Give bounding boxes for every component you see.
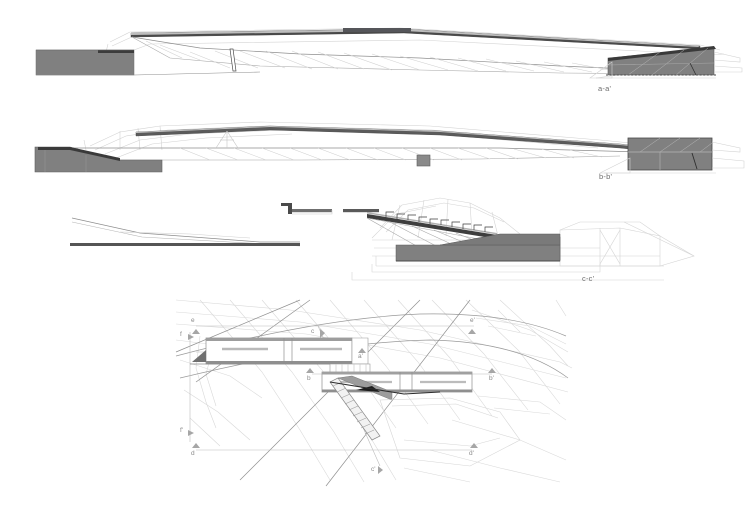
section-c-poche-block xyxy=(395,244,561,262)
marker-arrow-f xyxy=(188,334,194,340)
marker-arrow-f-prime xyxy=(188,430,194,436)
section-a-right-poche-stud xyxy=(689,62,697,76)
plan-marker-a-prime: a' xyxy=(358,353,363,360)
section-b-detail-box xyxy=(416,154,431,167)
marker-arrow-d xyxy=(192,443,200,448)
section-c-bracket-ghost xyxy=(292,210,333,215)
section-a-right-ghost xyxy=(589,51,743,79)
section-c-bracket-arm2 xyxy=(343,209,379,213)
section-b-right-ghost xyxy=(599,141,745,174)
section-b-right-poche-hatch xyxy=(639,137,713,153)
plan-lower-ghost xyxy=(379,397,521,467)
section-c-stair-treads xyxy=(385,211,493,232)
plan-marker-f-prime: f' xyxy=(180,427,184,434)
section-c-bracket-arm xyxy=(292,209,332,213)
section-label-b: b-b' xyxy=(599,172,613,181)
canopy-underside-line xyxy=(131,36,701,75)
plan-marker-b-prime: b' xyxy=(489,375,494,382)
plan-upper-bar xyxy=(190,337,353,365)
section-c-left-thin-top xyxy=(119,231,251,239)
canopy-soffit-outline xyxy=(131,36,701,73)
plan-marker-arrows xyxy=(188,329,496,474)
section-b-hatching xyxy=(179,147,603,161)
section-label-a: a-a' xyxy=(598,84,612,93)
section-b-ghost-lines xyxy=(83,121,661,159)
plan-marker-d: d xyxy=(191,450,195,457)
marker-arrow-d-prime xyxy=(470,443,478,448)
site-plan-drawing xyxy=(175,299,573,487)
plan-marker-b: b xyxy=(307,375,311,382)
marker-arrow-e-prime xyxy=(468,329,476,334)
canopy-mullion xyxy=(229,48,237,72)
marker-arrow-a-prime xyxy=(358,348,366,353)
marker-arrow-c xyxy=(320,329,325,338)
section-c-c-prime xyxy=(70,197,695,281)
section-a-right-poche-hatch xyxy=(627,47,709,76)
section-b-b-prime xyxy=(34,121,745,174)
plan-marker-c-prime: c' xyxy=(371,466,376,473)
section-a-right-poche-top xyxy=(608,46,716,61)
canopy-tab-right xyxy=(343,28,411,32)
section-a-hatching xyxy=(145,40,621,73)
section-c-poche-slope-face xyxy=(439,233,561,246)
section-a-left-poche xyxy=(35,49,135,76)
section-b-right-poche xyxy=(627,137,713,171)
plan-marker-d-prime: d' xyxy=(469,450,474,457)
section-c-stair-rail xyxy=(367,214,497,239)
plan-marker-e-prime: e' xyxy=(470,317,475,324)
section-a-a-prime xyxy=(35,27,743,79)
section-b-left-poche xyxy=(34,146,163,173)
plan-diagonal-stair xyxy=(329,375,441,441)
section-a-left-ground-line xyxy=(36,71,261,76)
section-c-left-slab xyxy=(71,217,300,243)
section-b-right-poche-stud xyxy=(691,152,698,170)
plan-marker-f: f xyxy=(180,331,182,338)
marker-arrow-c-prime xyxy=(378,466,383,474)
marker-arrow-b-prime xyxy=(488,368,496,373)
section-label-c: c-c' xyxy=(582,274,595,283)
section-c-stair-rail-top xyxy=(367,212,497,235)
section-b-slab-bottom xyxy=(56,155,621,161)
section-c-bracket xyxy=(281,203,292,214)
plan-marker-e: e xyxy=(191,317,195,324)
marker-arrow-e xyxy=(192,329,200,334)
section-a-right-poche-divider xyxy=(607,62,715,66)
section-b-mast xyxy=(215,130,239,149)
section-a-left-poche-cap xyxy=(98,50,134,53)
plan-right-ghost xyxy=(475,309,567,421)
plan-marker-c: c xyxy=(311,328,315,335)
section-b-slab-top xyxy=(56,147,701,157)
section-c-left-slab-dark xyxy=(70,243,300,246)
section-c-base-ghost xyxy=(351,264,664,281)
marker-arrow-b xyxy=(306,368,314,373)
section-b-left-poche-ramp-cap xyxy=(38,147,120,161)
